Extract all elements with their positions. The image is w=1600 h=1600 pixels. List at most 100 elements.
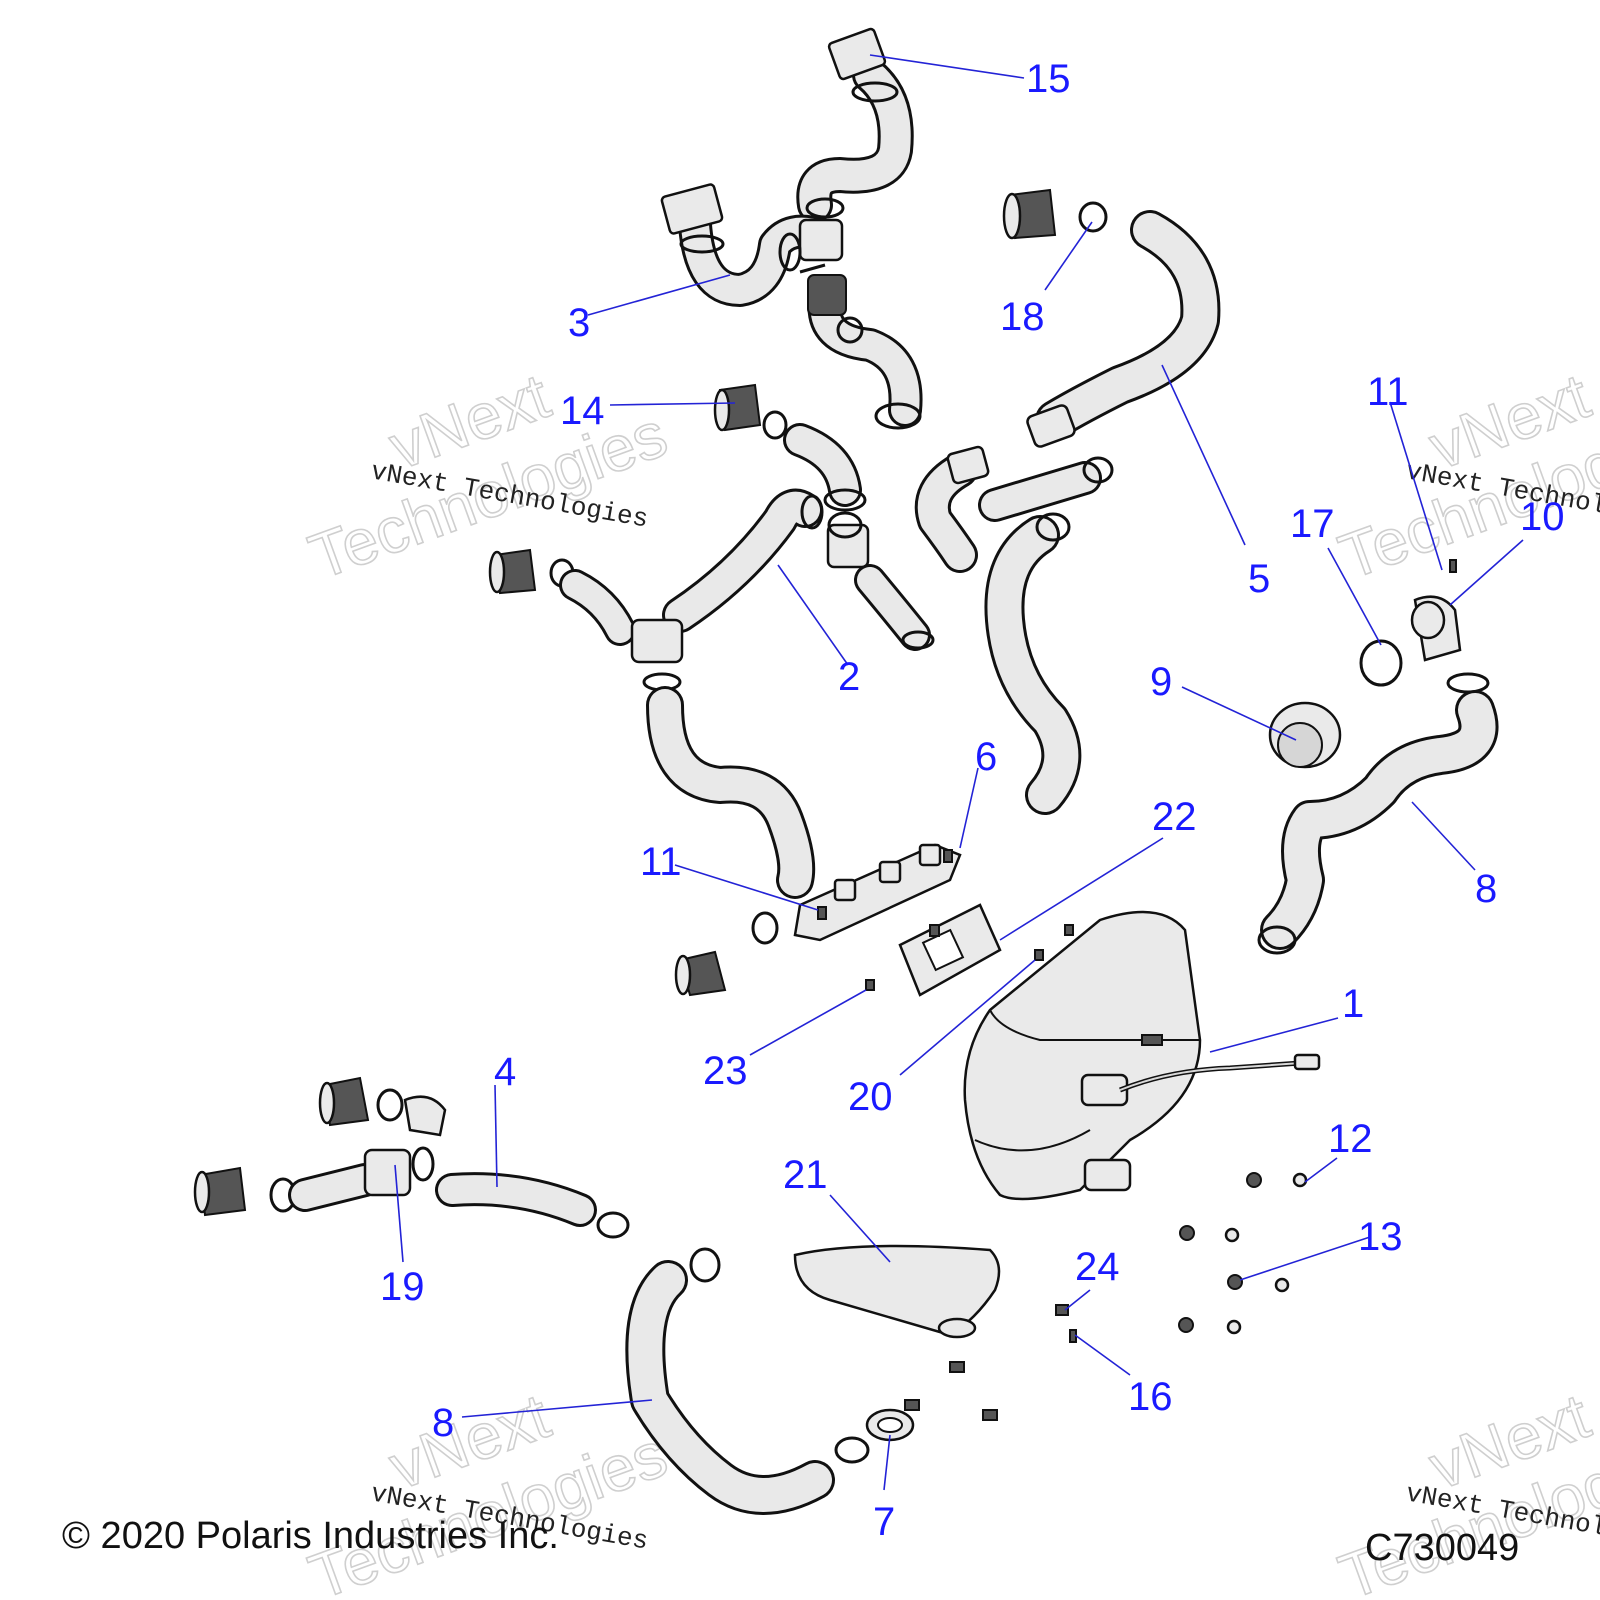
air-intake-cap-15-icon bbox=[827, 27, 887, 81]
clamp-ring-icon bbox=[689, 1247, 721, 1283]
gasket-7-hole-icon bbox=[877, 1417, 903, 1433]
callout-15: 15 bbox=[1026, 57, 1071, 101]
clamp-ring-icon bbox=[836, 316, 864, 344]
hose-15-upper bbox=[796, 57, 914, 223]
callout-11-left: 11 bbox=[640, 840, 682, 884]
clamp-18-icon bbox=[1078, 201, 1108, 233]
callout-9: 9 bbox=[1150, 660, 1172, 704]
callout-5: 5 bbox=[1248, 557, 1270, 601]
leader-lines bbox=[394, 54, 1524, 1491]
muffler-stud-icon bbox=[1141, 1034, 1163, 1046]
hose-19-left bbox=[288, 1163, 382, 1212]
small-clip-icon bbox=[799, 263, 826, 274]
grommet-icon bbox=[1178, 1317, 1194, 1333]
clamp-ring-icon bbox=[751, 911, 779, 945]
callout-22: 22 bbox=[1152, 795, 1197, 839]
callout-6: 6 bbox=[975, 735, 997, 779]
clamp-ring-icon bbox=[411, 1146, 435, 1182]
clamp-ring-icon bbox=[1446, 672, 1490, 694]
fastener-20-icon bbox=[1034, 949, 1044, 961]
grommet-13-icon bbox=[1227, 1274, 1243, 1290]
manifold-port-icon bbox=[918, 843, 942, 867]
callout-7: 7 bbox=[873, 1500, 895, 1544]
hose-8-right bbox=[1260, 690, 1499, 950]
connector-5-icon bbox=[1026, 404, 1076, 448]
hose-3-lower-branch bbox=[807, 283, 923, 427]
hose-4 bbox=[435, 1172, 597, 1227]
clamp-ring-icon bbox=[827, 511, 863, 539]
fastener-11-icon bbox=[817, 906, 827, 920]
clamp-ring-icon bbox=[1257, 925, 1297, 955]
hose-lower-s-left bbox=[646, 686, 816, 899]
grommet-icon bbox=[1246, 1172, 1262, 1188]
callout-4: 4 bbox=[494, 1050, 516, 1094]
sensor-cable-inner-icon bbox=[1119, 1061, 1316, 1091]
hose-center-s bbox=[984, 515, 1082, 815]
muffler-1-icon bbox=[963, 910, 1202, 1201]
heat-shield-21-port-icon bbox=[937, 1317, 977, 1339]
manifold-port-icon bbox=[878, 860, 902, 884]
fastener-icon bbox=[929, 924, 940, 937]
clamp-ring-icon bbox=[762, 410, 788, 440]
clamp-ring-icon bbox=[1082, 456, 1114, 484]
filter-9-face-icon bbox=[1277, 722, 1323, 768]
figure-id: C730049 bbox=[1365, 1527, 1519, 1569]
fastener-icon bbox=[1064, 924, 1074, 936]
clamp-ring-icon bbox=[805, 197, 845, 219]
cap-6-face-icon bbox=[674, 954, 692, 996]
clamp-ring-icon bbox=[901, 630, 935, 650]
clamp-ring-icon bbox=[778, 232, 802, 272]
callout-16: 16 bbox=[1128, 1375, 1173, 1419]
cap-4-upper-face-icon bbox=[318, 1081, 336, 1125]
callout-19: 19 bbox=[380, 1265, 425, 1309]
hose-14-branch bbox=[783, 423, 862, 507]
fastener-24-icon bbox=[1055, 1304, 1069, 1316]
nut-12-icon bbox=[1292, 1172, 1308, 1188]
nut-icon bbox=[1224, 1227, 1240, 1243]
callout-17: 17 bbox=[1290, 502, 1335, 546]
callout-3: 3 bbox=[568, 301, 590, 345]
callout-12: 12 bbox=[1328, 1117, 1373, 1161]
nut-icon bbox=[1274, 1277, 1290, 1293]
coupler-dark-icon bbox=[807, 274, 847, 316]
muffler-outlet-upper-icon bbox=[1080, 1073, 1129, 1107]
callout-2: 2 bbox=[838, 655, 860, 699]
clamp-ring-icon bbox=[874, 402, 922, 430]
air-intake-cap-3-icon bbox=[660, 183, 724, 235]
hose-14-lower bbox=[854, 564, 931, 651]
manifold-port-icon bbox=[833, 878, 857, 902]
clamp-ring-icon bbox=[834, 1436, 870, 1464]
y-connector-19-icon bbox=[363, 1148, 412, 1197]
callout-13: 13 bbox=[1358, 1215, 1403, 1259]
hose-8-left bbox=[625, 1260, 835, 1515]
hose-2 bbox=[662, 488, 823, 633]
clamp-ring-icon bbox=[851, 81, 899, 103]
callout-20: 20 bbox=[848, 1075, 893, 1119]
clamp-ring-icon bbox=[1035, 512, 1071, 542]
callout-21: 21 bbox=[783, 1153, 828, 1197]
hose-elbow-middle bbox=[914, 452, 978, 573]
watermark-upper-left: vNext Technologies vNext Technologies bbox=[299, 359, 676, 594]
grommet-icon bbox=[1179, 1225, 1195, 1241]
callout-1: 1 bbox=[1342, 982, 1364, 1026]
clamp-17-icon bbox=[1359, 639, 1403, 687]
clamp-ring-icon bbox=[800, 494, 824, 530]
hose-5 bbox=[1035, 210, 1221, 440]
callout-24: 24 bbox=[1075, 1245, 1120, 1289]
callout-8-left: 8 bbox=[432, 1401, 454, 1445]
y-connector-14-icon bbox=[826, 523, 870, 569]
cap-left-2-face-icon bbox=[488, 550, 506, 594]
callout-18: 18 bbox=[1000, 295, 1045, 339]
callout-23: 23 bbox=[703, 1049, 748, 1093]
callout-11-right: 11 bbox=[1367, 370, 1409, 414]
hose-left-2 bbox=[559, 569, 636, 646]
y-connector-2-icon bbox=[630, 618, 684, 664]
cap-19-face-icon bbox=[193, 1170, 211, 1214]
heat-shield-21-icon bbox=[793, 1244, 1001, 1337]
bolt-icon bbox=[904, 1399, 920, 1411]
bolt-icon bbox=[982, 1409, 998, 1421]
cap-18-face-icon bbox=[1002, 192, 1022, 240]
y-connector-upper-icon bbox=[798, 218, 844, 262]
